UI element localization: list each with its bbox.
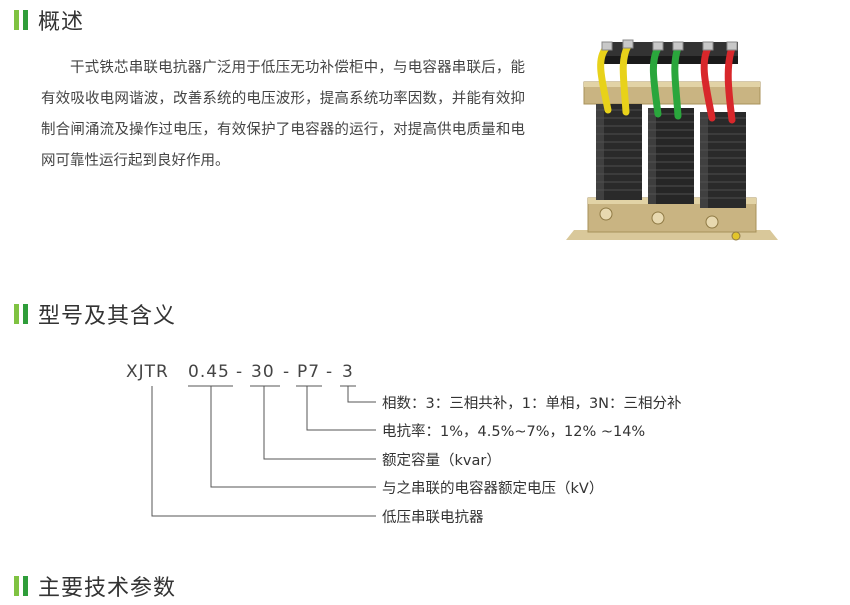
section-header-overview: 概述 bbox=[14, 4, 84, 36]
reactor-product-image bbox=[566, 39, 778, 241]
section-marker-icon bbox=[14, 304, 28, 324]
section-header-model: 型号及其含义 bbox=[14, 298, 176, 330]
label-voltage: 与之串联的电容器额定电压（kV） bbox=[382, 481, 604, 497]
label-capacity: 额定容量（kvar） bbox=[382, 453, 501, 469]
section-marker-icon bbox=[14, 576, 28, 596]
section-title: 型号及其含义 bbox=[38, 304, 177, 329]
model-code-capacity: 30 bbox=[251, 362, 275, 382]
model-code-prefix: XJTR bbox=[126, 362, 169, 382]
model-code-rate: P7 bbox=[297, 362, 321, 382]
section-header-params: 主要技术参数 bbox=[14, 570, 176, 602]
label-rate: 电抗率：1%，4.5%~7%，12% ~14% bbox=[382, 424, 646, 440]
model-code-phase: 3 bbox=[342, 362, 354, 382]
model-code-separator: - bbox=[283, 362, 291, 382]
label-prefix: 低压串联电抗器 bbox=[382, 510, 484, 526]
label-phase: 相数：3：三相共补，1：单相，3N：三相分补 bbox=[382, 396, 682, 412]
model-code-separator: - bbox=[236, 362, 244, 382]
model-code-separator: - bbox=[326, 362, 334, 382]
model-code-voltage: 0.45 bbox=[188, 362, 230, 382]
overview-paragraph: 干式铁芯串联电抗器广泛用于低压无功补偿柜中，与电容器串联后，能有效吸收电网谐波，… bbox=[41, 60, 525, 169]
section-title: 概述 bbox=[38, 10, 85, 35]
section-marker-icon bbox=[14, 10, 28, 30]
section-title: 主要技术参数 bbox=[38, 576, 177, 601]
